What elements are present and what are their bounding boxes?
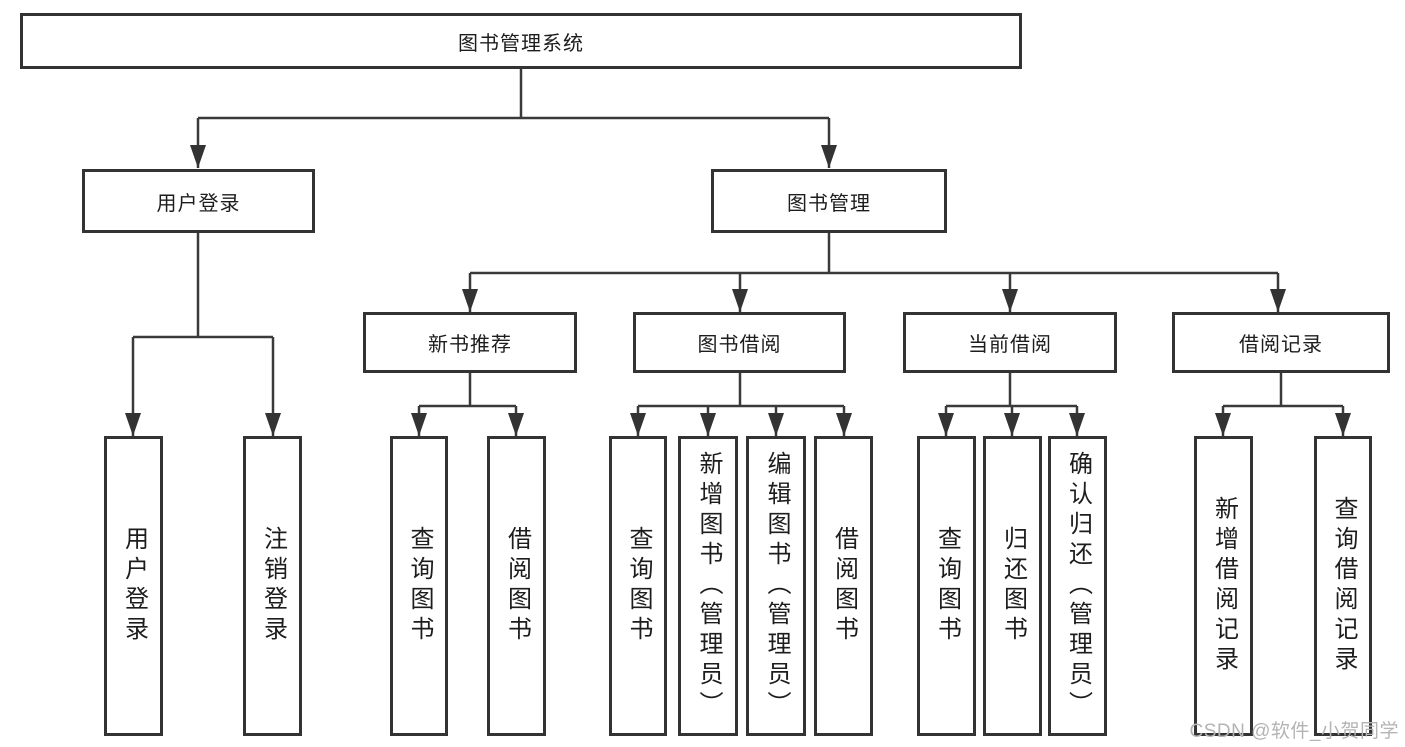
leaf-label: 编辑图书（管理员） [763,451,790,721]
leaf-label: 借阅图书 [503,526,531,646]
node-book-management: 图书管理 [711,169,947,233]
leaf-label: 查询图书 [625,526,652,646]
leaf-label: 新增图书（管理员） [695,451,722,721]
leaf-query-books-borrowing: 查询图书 [609,436,667,736]
leaf-borrow-books-recommend: 借阅图书 [487,436,546,736]
leaf-label: 归还图书 [999,526,1027,646]
leaf-user-login: 用户登录 [104,436,163,736]
leaf-label: 查询借阅记录 [1330,496,1357,676]
node-new-book-recommendation: 新书推荐 [363,312,577,373]
csdn-watermark: CSDN @软件_小贺同学 [1189,721,1399,742]
leaf-label: 查询图书 [933,526,961,646]
node-current-borrowing: 当前借阅 [903,312,1117,373]
leaf-logout: 注销登录 [243,436,302,736]
leaf-edit-book-admin: 编辑图书（管理员） [746,436,806,736]
node-book-borrowing: 图书借阅 [633,312,846,373]
leaf-label: 查询图书 [406,526,433,646]
leaf-label: 确认归还（管理员） [1064,451,1092,721]
leaf-borrow-books-borrowing: 借阅图书 [814,436,873,736]
leaf-confirm-return-admin: 确认归还（管理员） [1048,436,1107,736]
leaf-query-books-recommend: 查询图书 [390,436,448,736]
leaf-query-borrow-record: 查询借阅记录 [1314,436,1372,736]
leaf-label: 新增借阅记录 [1210,496,1238,676]
node-user-login: 用户登录 [82,169,315,233]
leaf-add-borrow-record: 新增借阅记录 [1194,436,1253,736]
node-borrowing-records: 借阅记录 [1172,312,1390,373]
node-library-management-system: 图书管理系统 [20,13,1022,69]
leaf-add-book-admin: 新增图书（管理员） [678,436,738,736]
leaf-label: 注销登录 [259,526,287,646]
leaf-label: 借阅图书 [830,526,858,646]
leaf-return-books: 归还图书 [983,436,1042,736]
leaf-query-books-current: 查询图书 [917,436,976,736]
leaf-label: 用户登录 [120,526,148,646]
